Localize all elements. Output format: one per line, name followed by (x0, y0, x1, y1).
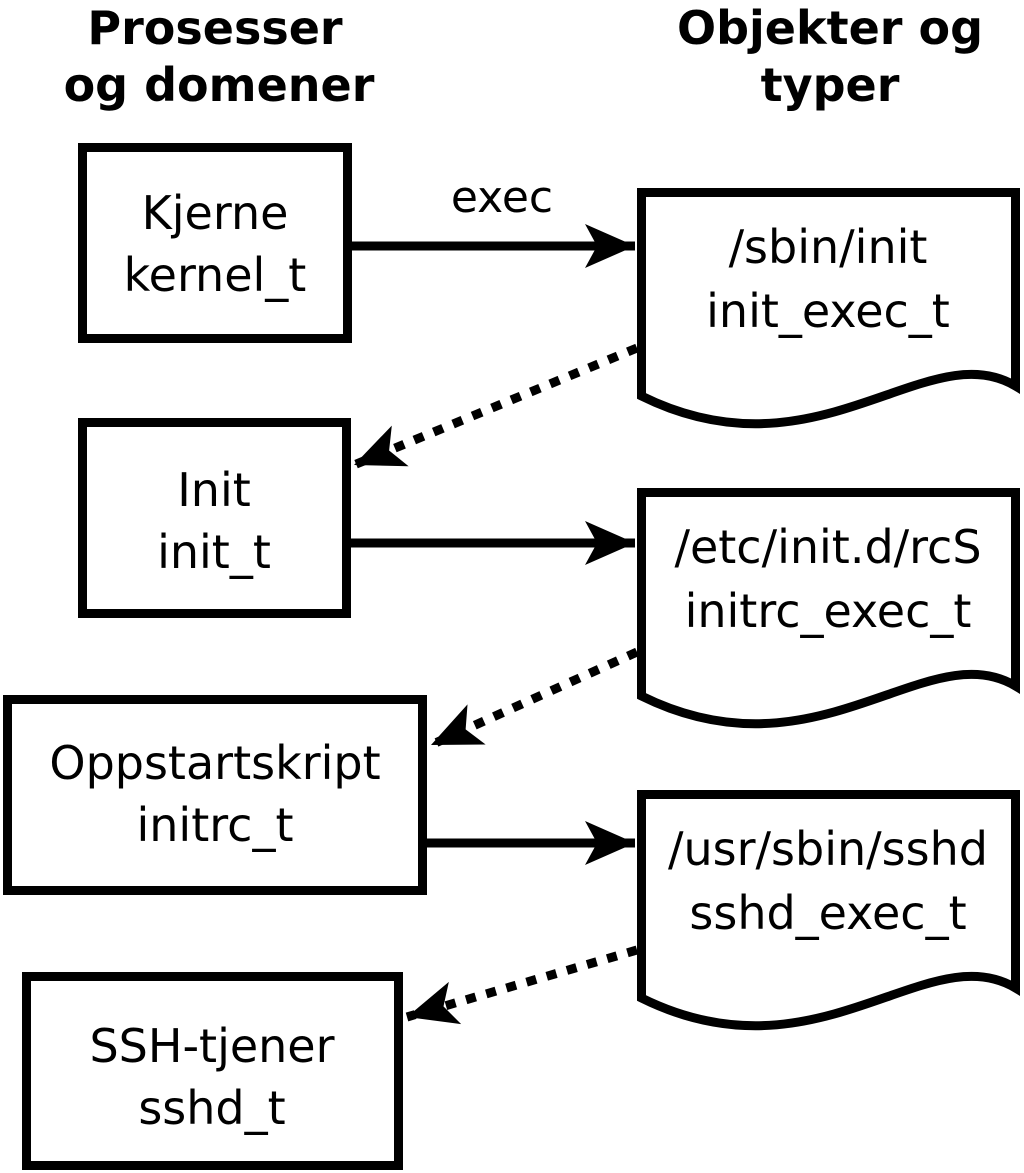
process-box-kernel (78, 143, 352, 343)
left-column-header-line2: og domener (64, 58, 375, 112)
dotted-arrow-sbin-init-to-init (352, 343, 639, 470)
left-column-header-line1: Prosesser (87, 1, 343, 55)
process-box-init (78, 418, 351, 618)
object-rcs-path: /etc/init.d/rcS (674, 520, 981, 574)
process-init-domain: init_t (157, 525, 271, 579)
process-kernel-name: Kjerne (142, 186, 289, 240)
document-sbin-init (637, 188, 1020, 429)
object-rcs-type: initrc_exec_t (685, 584, 972, 638)
object-sshd-path: /usr/sbin/sshd (668, 822, 988, 876)
process-initrc-name: Oppstartskript (49, 736, 380, 790)
document-usr-sbin-sshd (637, 790, 1020, 1031)
right-column-header-line1: Objekter og (677, 1, 983, 55)
process-box-initrc (3, 695, 427, 895)
process-init-name: Init (177, 463, 251, 517)
object-sbin-init-path: /sbin/init (729, 220, 928, 274)
document-shape (637, 790, 1020, 1031)
dotted-arrow-sshd-exec-to-sshd (405, 945, 639, 1025)
process-sshd-name: SSH-tjener (89, 1019, 334, 1073)
process-kernel-domain: kernel_t (124, 248, 307, 302)
document-shape (637, 488, 1020, 729)
object-sshd-type: sshd_exec_t (689, 886, 966, 940)
exec-arrow-label: exec (451, 172, 553, 223)
dotted-arrow-rcs-to-initrc (429, 647, 639, 750)
process-box-sshd (22, 972, 403, 1170)
document-shape (637, 188, 1020, 429)
process-sshd-domain: sshd_t (138, 1081, 285, 1135)
process-initrc-domain: initrc_t (137, 798, 294, 852)
right-column-header-line2: typer (761, 58, 900, 112)
object-sbin-init-type: init_exec_t (706, 284, 950, 338)
document-etc-initd-rcs (637, 488, 1020, 729)
